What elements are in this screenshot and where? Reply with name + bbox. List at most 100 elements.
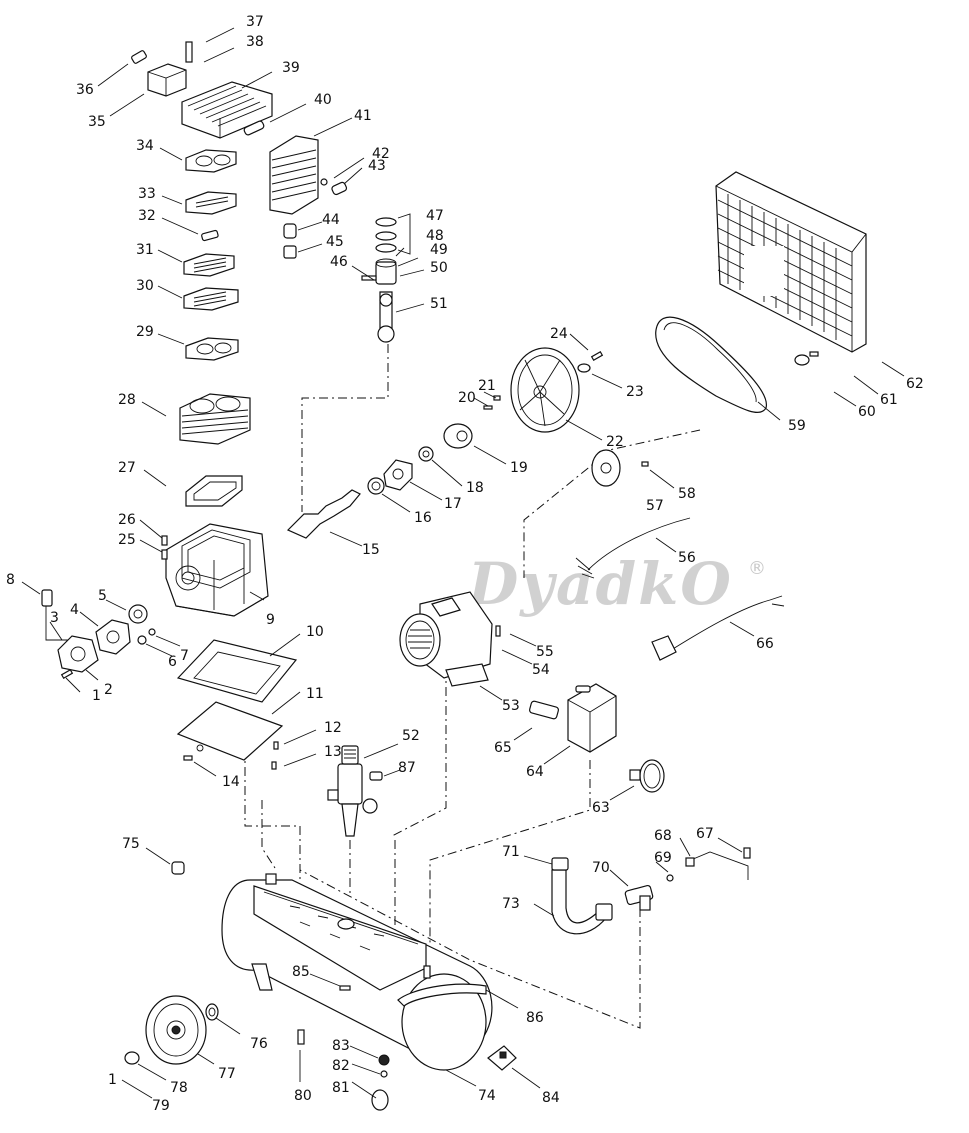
gasket-17-icon bbox=[383, 459, 413, 491]
pressure-gauge-63-icon bbox=[629, 759, 665, 793]
washer-23-icon bbox=[577, 363, 591, 373]
part-label-8: 8 bbox=[6, 572, 15, 588]
screw-13-icon bbox=[271, 761, 277, 770]
head-and-valve-stack bbox=[131, 41, 273, 507]
part-label-65: 65 bbox=[494, 740, 512, 756]
leader-lines bbox=[21, 27, 905, 1099]
part-label-62: 62 bbox=[906, 376, 924, 392]
part-label-47: 47 bbox=[426, 208, 444, 224]
belt-guard-62-icon bbox=[715, 171, 867, 353]
part-label-23: 23 bbox=[626, 384, 644, 400]
outlet-pipe-67-icon bbox=[685, 847, 751, 880]
bolt-24-icon bbox=[590, 350, 604, 362]
part-label-11: 11 bbox=[306, 686, 324, 702]
part-label-78: 78 bbox=[170, 1080, 188, 1096]
watermark: DyadkO ® bbox=[466, 550, 766, 618]
part-label-35: 35 bbox=[88, 114, 106, 130]
part-label-59: 59 bbox=[788, 418, 806, 434]
fitting-44-icon bbox=[283, 223, 297, 239]
watermark-registered-mark: ® bbox=[748, 558, 766, 579]
part-label-77: 77 bbox=[218, 1066, 236, 1082]
screw-14-icon bbox=[183, 755, 193, 761]
cylinder-block-28-icon bbox=[179, 393, 251, 445]
part-label-49: 49 bbox=[430, 242, 448, 258]
pin-20-icon bbox=[483, 405, 493, 410]
part-label-74: 74 bbox=[478, 1088, 496, 1104]
crankcase-9-icon bbox=[165, 523, 269, 617]
power-cord-66-icon bbox=[651, 595, 785, 661]
part-label-48: 48 bbox=[426, 228, 444, 244]
pin-43-icon bbox=[331, 181, 348, 196]
part-label-36: 36 bbox=[76, 82, 94, 98]
key-58-icon bbox=[641, 461, 649, 467]
cable-56-icon bbox=[575, 517, 691, 579]
part-label-58: 58 bbox=[678, 486, 696, 502]
part-label-42: 42 bbox=[372, 146, 390, 162]
part-label-32: 32 bbox=[138, 208, 156, 224]
part-label-39: 39 bbox=[282, 60, 300, 76]
part-label-26: 26 bbox=[118, 512, 136, 528]
part-label-70: 70 bbox=[592, 860, 610, 876]
part-label-24: 24 bbox=[550, 326, 568, 342]
part-label-22: 22 bbox=[606, 434, 624, 450]
part-label-9: 9 bbox=[266, 612, 275, 628]
motor-53-icon bbox=[399, 591, 493, 687]
plug-7-icon bbox=[148, 628, 156, 636]
piping-group bbox=[551, 847, 751, 935]
part-label-57: 57 bbox=[646, 498, 664, 514]
part-label-1-wheel: 1 bbox=[108, 1072, 117, 1088]
gasket-34-icon bbox=[185, 149, 237, 173]
foot-85-icon bbox=[339, 985, 351, 991]
motor-pulley-57-icon bbox=[591, 449, 621, 487]
part-label-17: 17 bbox=[444, 496, 462, 512]
check-valve-70-icon bbox=[624, 884, 654, 911]
pin-46-icon bbox=[361, 275, 377, 281]
part-label-29: 29 bbox=[136, 324, 154, 340]
piston-50-icon bbox=[375, 258, 397, 285]
part-label-66: 66 bbox=[756, 636, 774, 652]
part-number-labels: 1 2 3 4 5 6 7 8 9 10 11 12 13 14 15 16 1… bbox=[6, 14, 924, 1114]
part-label-33: 33 bbox=[138, 186, 156, 202]
part-label-1: 1 bbox=[92, 688, 101, 704]
part-label-12: 12 bbox=[324, 720, 342, 736]
washer-76-icon bbox=[205, 1003, 219, 1021]
discharge-pipe-73-icon bbox=[551, 857, 613, 935]
nut-68-icon bbox=[685, 857, 695, 867]
part-label-84: 84 bbox=[542, 1090, 560, 1106]
part-label-87: 87 bbox=[398, 760, 416, 776]
part-label-63: 63 bbox=[592, 800, 610, 816]
part-label-71: 71 bbox=[502, 844, 520, 860]
part-label-64: 64 bbox=[526, 764, 544, 780]
ring-42-icon bbox=[320, 178, 328, 186]
part-label-21: 21 bbox=[478, 378, 496, 394]
screw-60-icon bbox=[809, 351, 819, 357]
nut-83-icon bbox=[378, 1054, 390, 1066]
bearing-16-icon bbox=[367, 477, 385, 495]
gasket-27-icon bbox=[185, 475, 243, 507]
crankshaft-15-icon bbox=[286, 489, 361, 539]
washer-82-icon bbox=[380, 1070, 388, 1078]
part-label-13: 13 bbox=[324, 744, 342, 760]
belt-guard-group bbox=[715, 171, 867, 366]
screw-25-icon bbox=[161, 549, 168, 560]
gasket-10-icon bbox=[176, 639, 298, 703]
part-label-19: 19 bbox=[510, 460, 528, 476]
part-label-43: 43 bbox=[368, 158, 386, 174]
part-label-27: 27 bbox=[118, 460, 136, 476]
part-label-18: 18 bbox=[466, 480, 484, 496]
gasket-4-icon bbox=[95, 619, 131, 655]
assembly-lines bbox=[211, 344, 701, 1029]
part-label-73: 73 bbox=[502, 896, 520, 912]
part-label-30: 30 bbox=[136, 278, 154, 294]
cylinder-41-icon bbox=[269, 135, 319, 215]
part-label-37: 37 bbox=[246, 14, 264, 30]
part-label-41: 41 bbox=[354, 108, 372, 124]
piston-group bbox=[269, 135, 397, 343]
ferrule-69-icon bbox=[666, 874, 674, 882]
part-label-52: 52 bbox=[402, 728, 420, 744]
gasket-29-icon bbox=[185, 337, 239, 361]
part-label-5: 5 bbox=[98, 588, 107, 604]
part-label-44: 44 bbox=[322, 212, 340, 228]
screw-12-icon bbox=[273, 741, 279, 750]
part-label-80: 80 bbox=[294, 1088, 312, 1104]
